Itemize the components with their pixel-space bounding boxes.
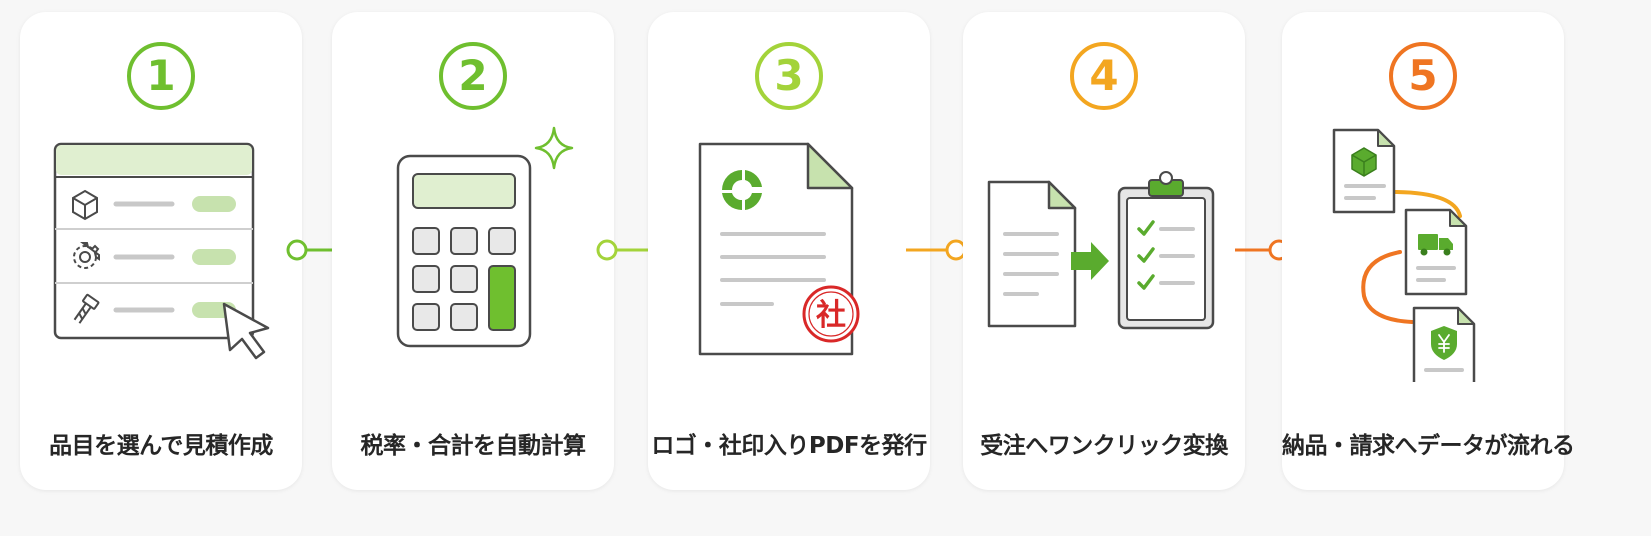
step-number-1: 1 bbox=[127, 42, 195, 110]
logo-icon bbox=[722, 170, 762, 211]
step-card-2: 2 税率・合計を自動計算 bbox=[332, 12, 614, 490]
order-conversion-illustration bbox=[987, 171, 1215, 330]
connector-3-4 bbox=[906, 239, 967, 261]
calculator-icon bbox=[396, 154, 532, 348]
step-label-1: 品目を選んで見積作成 bbox=[49, 433, 273, 459]
step-card-5: 5 納品・請求へデータが流れる bbox=[1282, 12, 1575, 490]
cube-document-icon bbox=[1332, 128, 1396, 214]
step-label-3: ロゴ・社印入りPDFを発行 bbox=[651, 433, 927, 459]
document-icon bbox=[987, 180, 1077, 328]
step-number-4: 4 bbox=[1070, 42, 1138, 110]
cursor-icon bbox=[222, 302, 270, 360]
step-number-2: 2 bbox=[439, 42, 507, 110]
arrow-right-icon bbox=[1071, 242, 1109, 280]
yen-document-icon bbox=[1412, 306, 1476, 382]
truck-document-icon bbox=[1404, 208, 1468, 296]
sparkle-icon bbox=[534, 126, 574, 170]
step-label-5: 納品・請求へデータが流れる bbox=[1282, 433, 1575, 459]
step-label-2: 税率・合計を自動計算 bbox=[360, 433, 587, 459]
cube-icon bbox=[72, 189, 98, 221]
company-stamp: 社 bbox=[802, 285, 860, 343]
item-list-illustration bbox=[53, 142, 270, 360]
gear-icon bbox=[73, 242, 100, 269]
step-number-5: 5 bbox=[1389, 42, 1457, 110]
data-flow-illustration bbox=[1332, 128, 1476, 382]
calculator-illustration bbox=[396, 126, 574, 348]
bolt-icon bbox=[73, 293, 100, 324]
step-card-3: 3 社 ロゴ・社印入りPDFを発行 bbox=[648, 12, 930, 490]
step-card-4: 4 受注へワンクリック変換 bbox=[963, 12, 1245, 490]
step-card-1: 1 品目を選んで見積作成 bbox=[20, 12, 302, 490]
stamp-text: 社 bbox=[816, 298, 846, 333]
clipboard-checklist-icon bbox=[1117, 171, 1215, 330]
step-label-4: 受注へワンクリック変換 bbox=[980, 433, 1228, 459]
pdf-document-illustration: 社 bbox=[698, 142, 860, 356]
step-number-3: 3 bbox=[755, 42, 823, 110]
